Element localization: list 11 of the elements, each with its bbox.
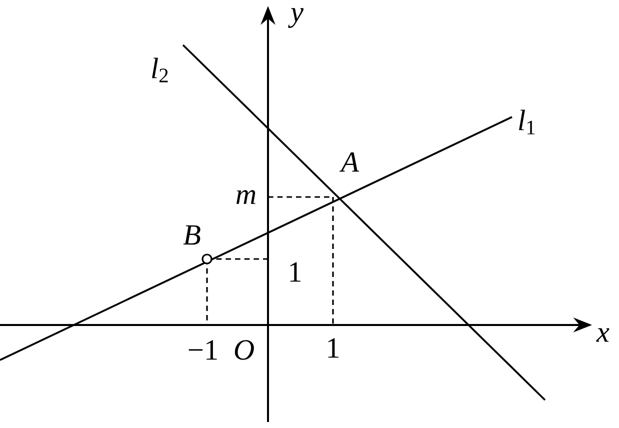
line-label: l$_{2}$ <box>152 58 168 82</box>
tick-label: −1 <box>188 340 217 360</box>
origin-label: O <box>234 340 254 360</box>
point-label: B <box>183 225 200 245</box>
tick-label: m <box>236 190 256 204</box>
axis-label: x <box>596 328 610 342</box>
tick-label: 1 <box>328 338 339 358</box>
line-label: l$_{1}$ <box>519 110 535 134</box>
axis-label: y <box>288 8 304 28</box>
point-label: A <box>339 152 360 172</box>
tick-label: 1 <box>290 262 301 282</box>
